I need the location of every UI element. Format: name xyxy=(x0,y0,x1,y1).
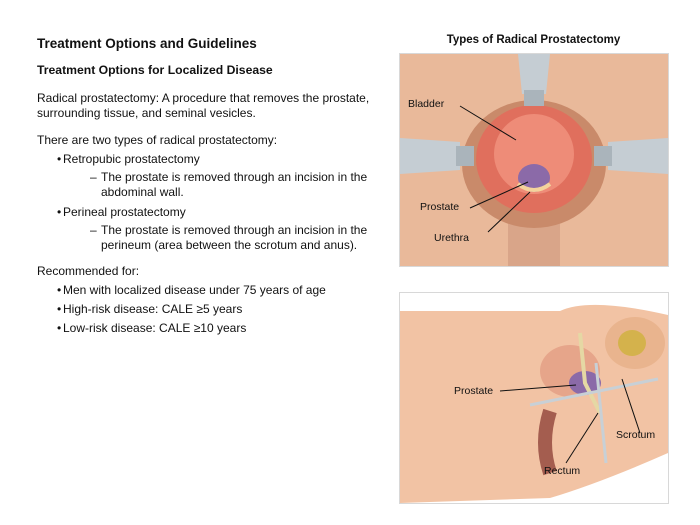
perineal-illustration: Prostate Scrotum Rectum xyxy=(399,292,669,504)
scrotum-label: Scrotum xyxy=(616,429,656,441)
section-heading: Treatment Options for Localized Disease xyxy=(37,63,273,77)
retropubic-illustration: Bladder Prostate Urethra xyxy=(399,53,669,267)
list-item: Perineal prostatectomy The prostate is r… xyxy=(37,205,392,253)
retropubic-drawing xyxy=(400,54,668,266)
list-item: High-risk disease: CALE ≥5 years xyxy=(37,302,392,317)
sub-list-item: The prostate is removed through an incis… xyxy=(37,223,392,253)
prostate-label: Prostate xyxy=(420,201,460,213)
bladder-label: Bladder xyxy=(408,98,445,110)
text-column: Treatment Options and Guidelines Treatme… xyxy=(37,36,392,340)
rectum-label: Rectum xyxy=(544,465,581,477)
definition-text: Radical prostatectomy: A procedure that … xyxy=(37,91,370,120)
urethra-label: Urethra xyxy=(434,232,470,244)
recommended-intro: Recommended for: xyxy=(37,264,140,278)
perineal-drawing xyxy=(400,293,668,503)
recommended-list: Men with localized disease under 75 year… xyxy=(37,283,392,336)
list-item: Low-risk disease: CALE ≥10 years xyxy=(37,321,392,336)
prostate-label: Prostate xyxy=(454,385,494,397)
figure-title: Types of Radical Prostatectomy xyxy=(446,34,621,46)
types-intro: There are two types of radical prostatec… xyxy=(37,133,278,147)
types-list: Retropubic prostatectomy The prostate is… xyxy=(37,152,392,253)
list-item: Retropubic prostatectomy The prostate is… xyxy=(37,152,392,200)
list-item: Men with localized disease under 75 year… xyxy=(37,283,392,298)
page-title: Treatment Options and Guidelines xyxy=(37,36,257,51)
sub-list-item: The prostate is removed through an incis… xyxy=(37,170,392,200)
